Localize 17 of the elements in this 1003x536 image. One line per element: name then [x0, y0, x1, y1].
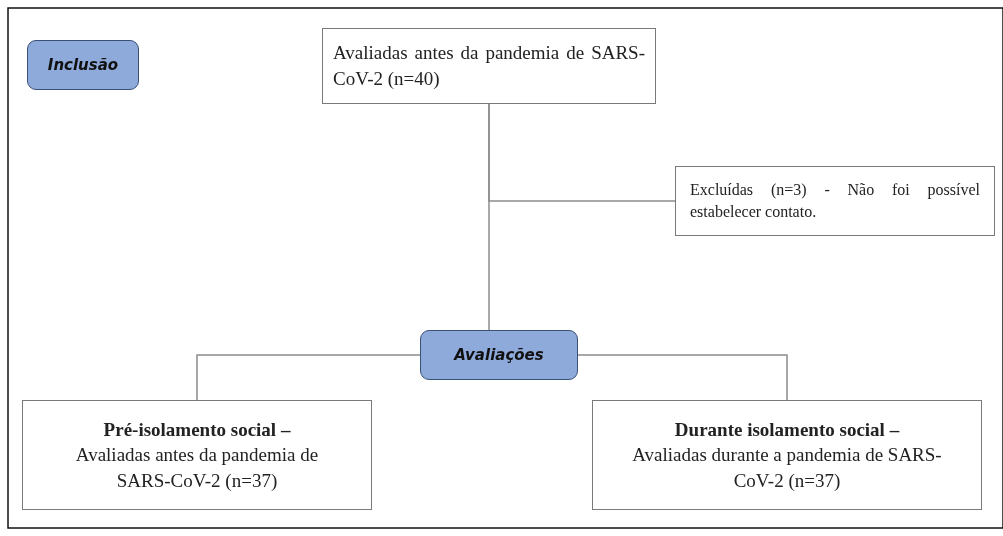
connector-line — [196, 354, 421, 401]
stage-label: Avaliações — [454, 346, 544, 364]
box-heading: Durante isolamento social – — [673, 417, 901, 442]
box-text: Excluídas (n=3) - Não foi possível estabelecer contato. — [690, 180, 980, 222]
process-box — [592, 400, 982, 510]
box-heading: Pré-isolamento social – — [102, 417, 292, 442]
connector-line — [577, 354, 788, 401]
process-box — [22, 400, 372, 510]
process-box — [675, 166, 995, 236]
box-text: Avaliadas durante a pandemia de SARS-CoV-2 (n=37) — [631, 443, 943, 493]
stage-label-box — [420, 330, 578, 380]
box-text: Avaliadas antes da pandemia de SARS-CoV-2 (n=37) — [74, 443, 320, 493]
stage-label: Inclusão — [47, 56, 119, 74]
connector-line — [488, 103, 490, 331]
stage-label-box — [27, 40, 139, 90]
process-box — [322, 28, 656, 104]
box-text: Avaliadas antes da pandemia de SARS-CoV-2 (n=40) — [333, 41, 645, 91]
